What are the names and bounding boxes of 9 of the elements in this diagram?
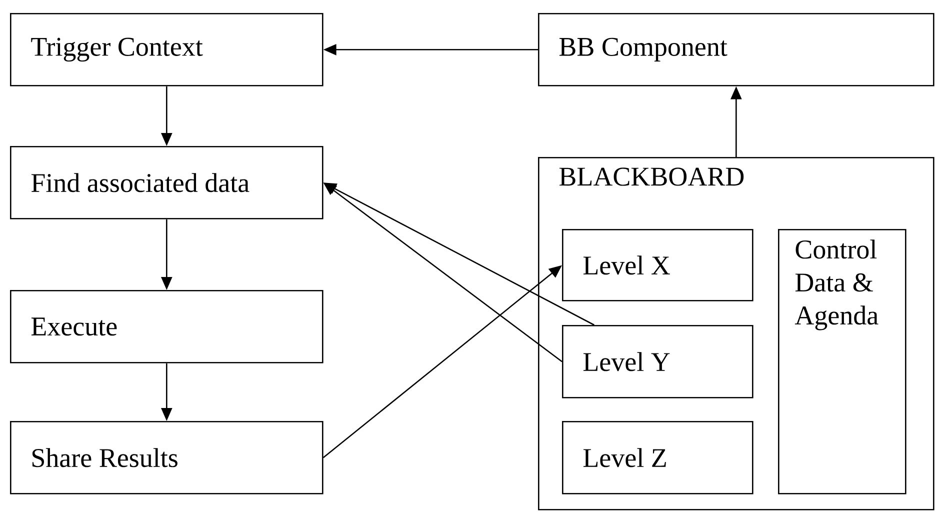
control-box: Control Data & Agenda (778, 229, 906, 494)
level-box: Level Y (562, 325, 754, 398)
process-box: Trigger Context (10, 13, 324, 86)
component-box: BB Component (538, 13, 934, 86)
process-box: Share Results (10, 421, 324, 494)
level-box: Level X (562, 229, 754, 302)
process-box: Execute (10, 290, 324, 364)
process-box: Find associated data (10, 146, 324, 220)
level-box: Level Z (562, 421, 754, 494)
